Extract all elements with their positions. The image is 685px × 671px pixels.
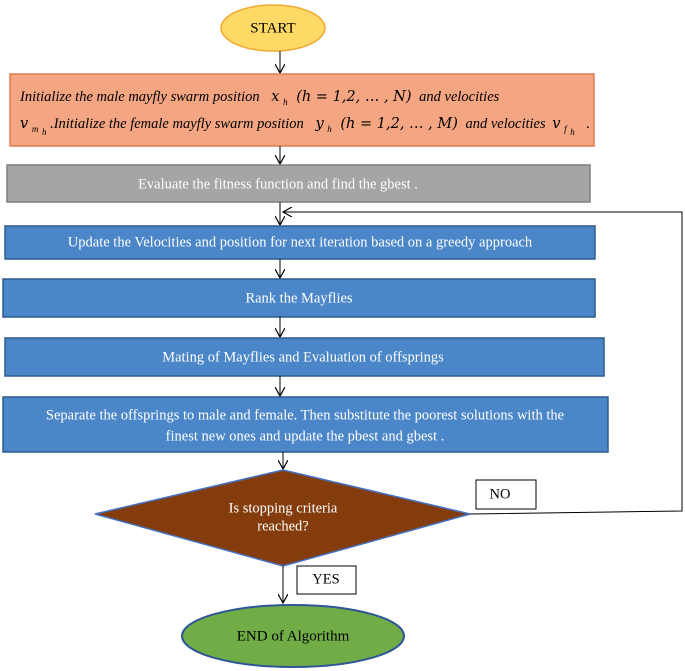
mating-label: Mating of Mayflies and Evaluation of off… xyxy=(162,349,444,365)
mating-node: Mating of Mayflies and Evaluation of off… xyxy=(4,337,605,377)
no-loop-connector xyxy=(284,212,683,515)
update-node: Update the Velocities and position for n… xyxy=(4,225,596,260)
init-line2-var3-subsub: h xyxy=(570,127,575,137)
decision-node: Is stopping criteria reached? xyxy=(94,469,471,567)
evaluate-node: Evaluate the fitness function and find t… xyxy=(6,164,591,203)
init-line1-text1: Initialize the male mayfly swarm positio… xyxy=(19,89,260,105)
end-shape xyxy=(181,604,405,668)
init-line2-var: v xyxy=(20,116,29,132)
mating-shape xyxy=(4,337,605,377)
no-label-frame xyxy=(475,479,537,510)
separate-line-1: Separate the offsprings to male and fema… xyxy=(46,407,564,423)
init-line2-var2: y xyxy=(314,116,324,132)
init-node: Initialize the male mayfly swarm positio… xyxy=(9,73,595,147)
init-shape xyxy=(9,73,595,147)
separate-shape xyxy=(2,396,609,453)
init-line2-var2-sub: h xyxy=(327,124,332,134)
init-line2-end: . xyxy=(586,116,590,132)
end-node: END of Algorithm xyxy=(181,604,405,668)
decision-line-1: Is stopping criteria xyxy=(229,500,338,516)
yes-label-frame xyxy=(296,565,357,595)
update-label: Update the Velocities and position for n… xyxy=(68,234,533,250)
init-line1-text2: and velocities xyxy=(419,89,499,105)
start-label: START xyxy=(250,20,295,36)
rank-label: Rank the Mayflies xyxy=(245,290,352,306)
end-label: END of Algorithm xyxy=(237,628,350,644)
separate-node: Separate the offsprings to male and fema… xyxy=(2,396,609,453)
init-line1-range: (h = 1,2, … , N) xyxy=(296,89,411,105)
init-line2-var3: v xyxy=(552,116,561,132)
init-line1-var: x xyxy=(271,89,279,105)
init-line2-text2: and velocities xyxy=(466,116,546,132)
no-label: NO xyxy=(490,486,511,502)
init-line2-range: (h = 1,2, … , M) xyxy=(340,116,457,132)
evaluate-shape xyxy=(6,164,591,203)
rank-shape xyxy=(2,278,596,318)
init-line-2: v m h .Initialize the female mayfly swar… xyxy=(20,116,590,139)
separate-line-2: finest new ones and update the pbest and… xyxy=(166,428,445,444)
yes-label-box: YES xyxy=(296,565,357,595)
init-line1-var-sub: h xyxy=(283,97,288,107)
evaluate-label: Evaluate the fitness function and find t… xyxy=(138,176,418,192)
init-line2-var-sub: m xyxy=(32,124,39,134)
init-line2-text1: .Initialize the female mayfly swarm posi… xyxy=(50,116,304,132)
decision-line-2: reached? xyxy=(257,518,309,534)
init-line2-var-subsub: h xyxy=(42,127,47,137)
rank-node: Rank the Mayflies xyxy=(2,278,596,318)
update-shape xyxy=(4,225,596,260)
no-label-box: NO xyxy=(475,479,537,510)
start-shape xyxy=(220,4,326,52)
start-node: START xyxy=(220,4,326,52)
yes-label: YES xyxy=(312,571,339,587)
init-line2-var3-sub: f xyxy=(564,124,568,134)
init-line-1: Initialize the male mayfly swarm positio… xyxy=(19,89,500,109)
